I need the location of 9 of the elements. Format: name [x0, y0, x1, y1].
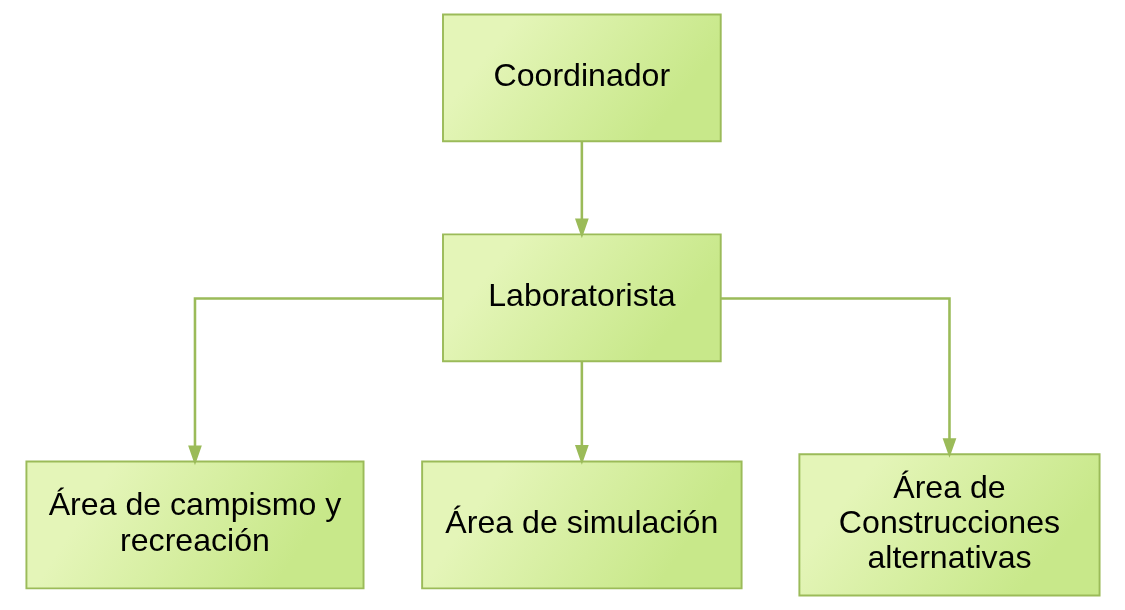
node-box: Área de campismo y recreación	[24, 460, 364, 590]
node-box: Área de Construcciones alternativas	[797, 453, 1101, 597]
arrow	[187, 297, 443, 466]
node-box: Laboratorista	[441, 233, 722, 363]
arrow	[574, 141, 589, 239]
arrow	[574, 361, 589, 465]
arrow	[720, 297, 956, 458]
node-box: Área de simulación	[420, 460, 743, 590]
node-box: Coordinador	[441, 13, 722, 143]
